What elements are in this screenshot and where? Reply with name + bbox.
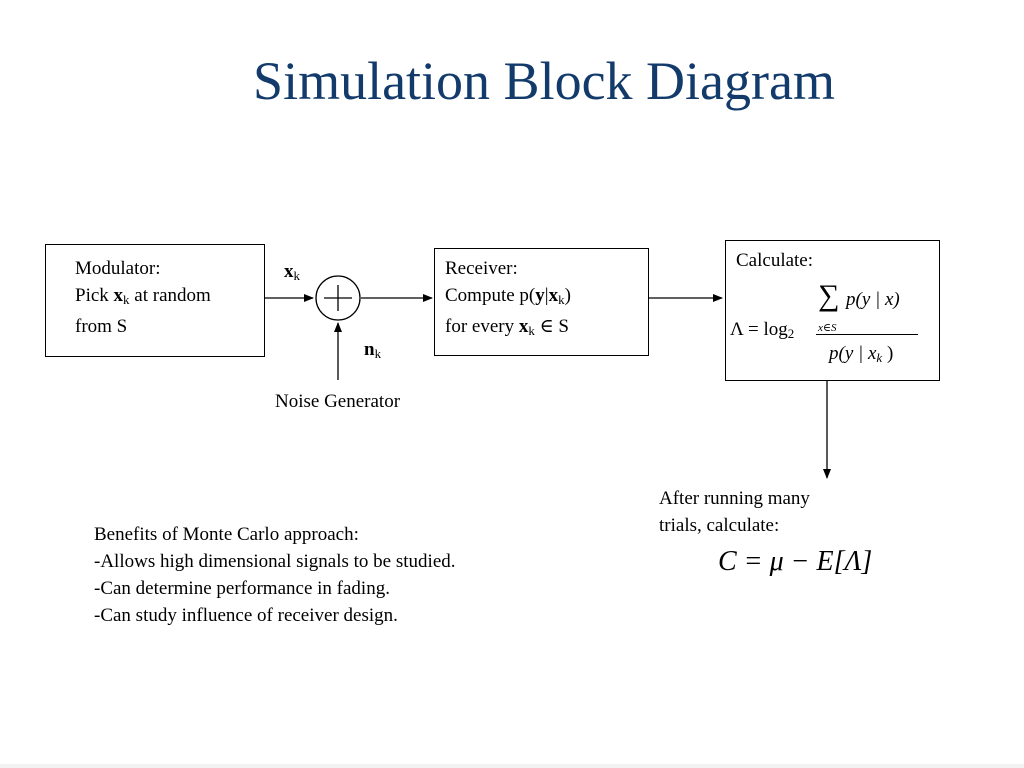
- benefits-block: Benefits of Monte Carlo approach: -Allow…: [94, 521, 456, 629]
- after-line2: trials, calculate:: [659, 515, 780, 536]
- fraction-bar: [816, 334, 918, 335]
- receiver-box: Receiver: Compute p(y|xk) for every xk ∈…: [434, 248, 649, 356]
- noise-input-label: nk: [364, 339, 382, 361]
- bottom-strip: [0, 764, 1024, 768]
- sum-index: x∈S: [818, 322, 837, 334]
- receiver-text: Receiver: Compute p(y|xk) for every xk ∈…: [445, 255, 571, 344]
- fraction-numerator: p(y | x): [846, 289, 900, 310]
- modulator-line2: Pick xk at random: [75, 285, 211, 307]
- benefits-heading: Benefits of Monte Carlo approach:: [94, 524, 359, 545]
- modulator-line3: from S: [75, 316, 128, 337]
- after-line1: After running many: [659, 488, 810, 509]
- noise-generator-label: Noise Generator: [275, 391, 401, 412]
- modulator-text: Modulator: Pick xk at random from S: [75, 255, 211, 340]
- benefits-item: -Can determine performance in fading.: [94, 578, 390, 599]
- after-text: After running many trials, calculate:: [659, 485, 810, 539]
- capacity-formula: C = μ − E[Λ]: [718, 546, 873, 577]
- lambda-equation: Λ = log2: [730, 319, 795, 341]
- modulator-label: Modulator:: [75, 258, 161, 279]
- fraction-denominator: p(y | xk ): [829, 343, 894, 365]
- calculate-box: Calculate: Λ = log2 ∑ x∈S p(y | x) p(y |…: [725, 240, 940, 381]
- modulator-box: Modulator: Pick xk at random from S: [45, 244, 265, 357]
- receiver-line3: for every xk ∈ S: [445, 316, 569, 338]
- page-title: Simulation Block Diagram: [253, 51, 835, 111]
- receiver-line2: Compute p(y|xk): [445, 285, 571, 307]
- calculate-label: Calculate:: [736, 250, 814, 271]
- sum-symbol: ∑: [818, 279, 840, 312]
- adder-input-label: xk: [284, 261, 300, 283]
- benefits-item: -Can study influence of receiver design.: [94, 605, 398, 626]
- receiver-label: Receiver:: [445, 258, 518, 279]
- benefits-item: -Allows high dimensional signals to be s…: [94, 551, 456, 572]
